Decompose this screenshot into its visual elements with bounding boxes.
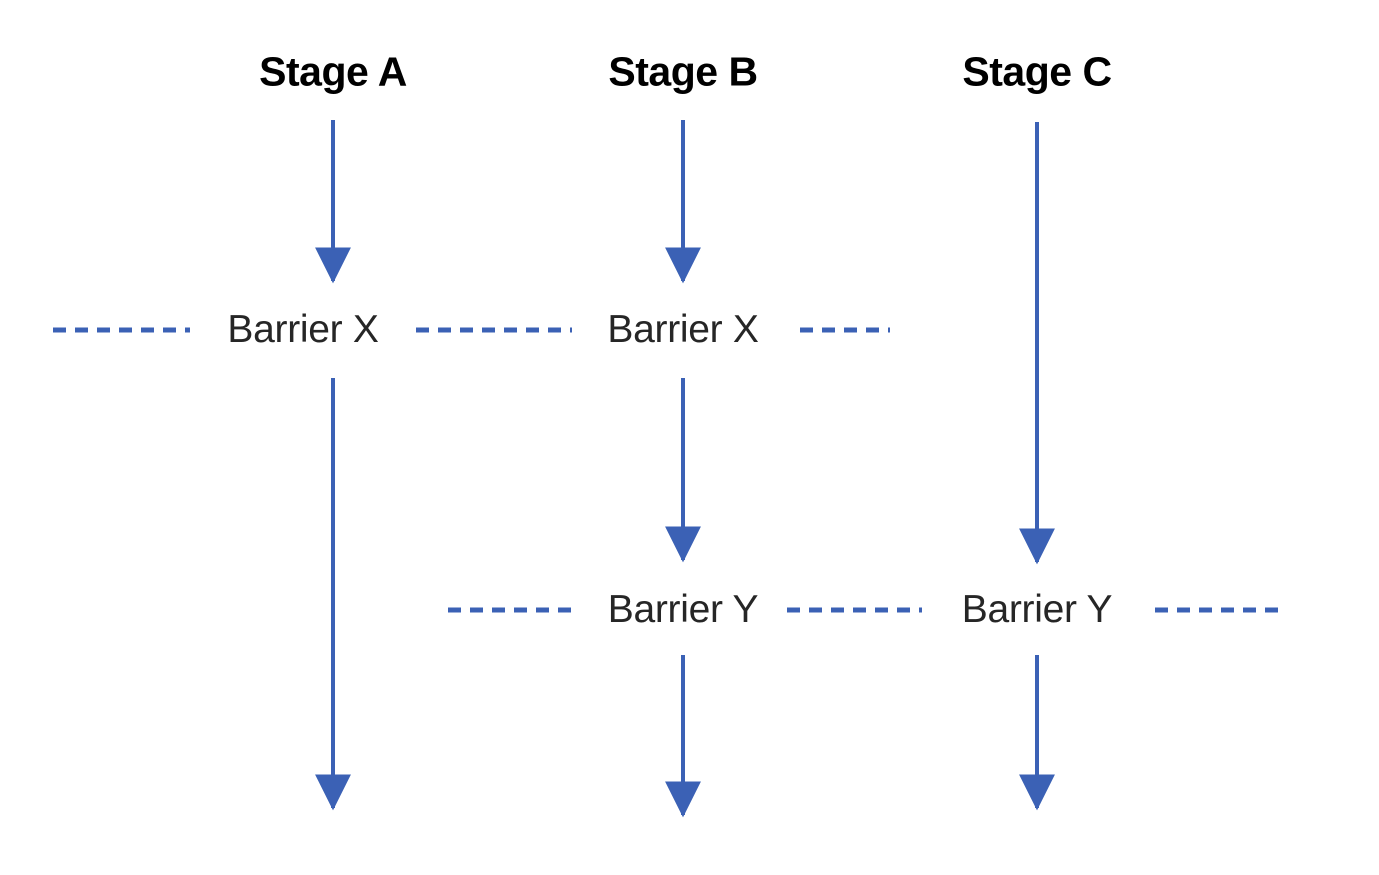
stage-header-stage-a: Stage A — [259, 48, 407, 95]
barrier-node-row-barrier-y-stage-c: Barrier Y — [961, 588, 1113, 631]
barrier-node-row-barrier-x-stage-b: Barrier X — [607, 308, 759, 351]
stage-header-stage-c: Stage C — [962, 48, 1112, 95]
barrier-node-row-barrier-x-stage-a: Barrier X — [227, 308, 379, 351]
arrows-group — [315, 120, 1055, 818]
dashed-links-group — [53, 327, 1282, 613]
stage-header-stage-b: Stage B — [608, 48, 758, 95]
barrier-node-row-barrier-y-stage-b: Barrier Y — [607, 588, 759, 631]
